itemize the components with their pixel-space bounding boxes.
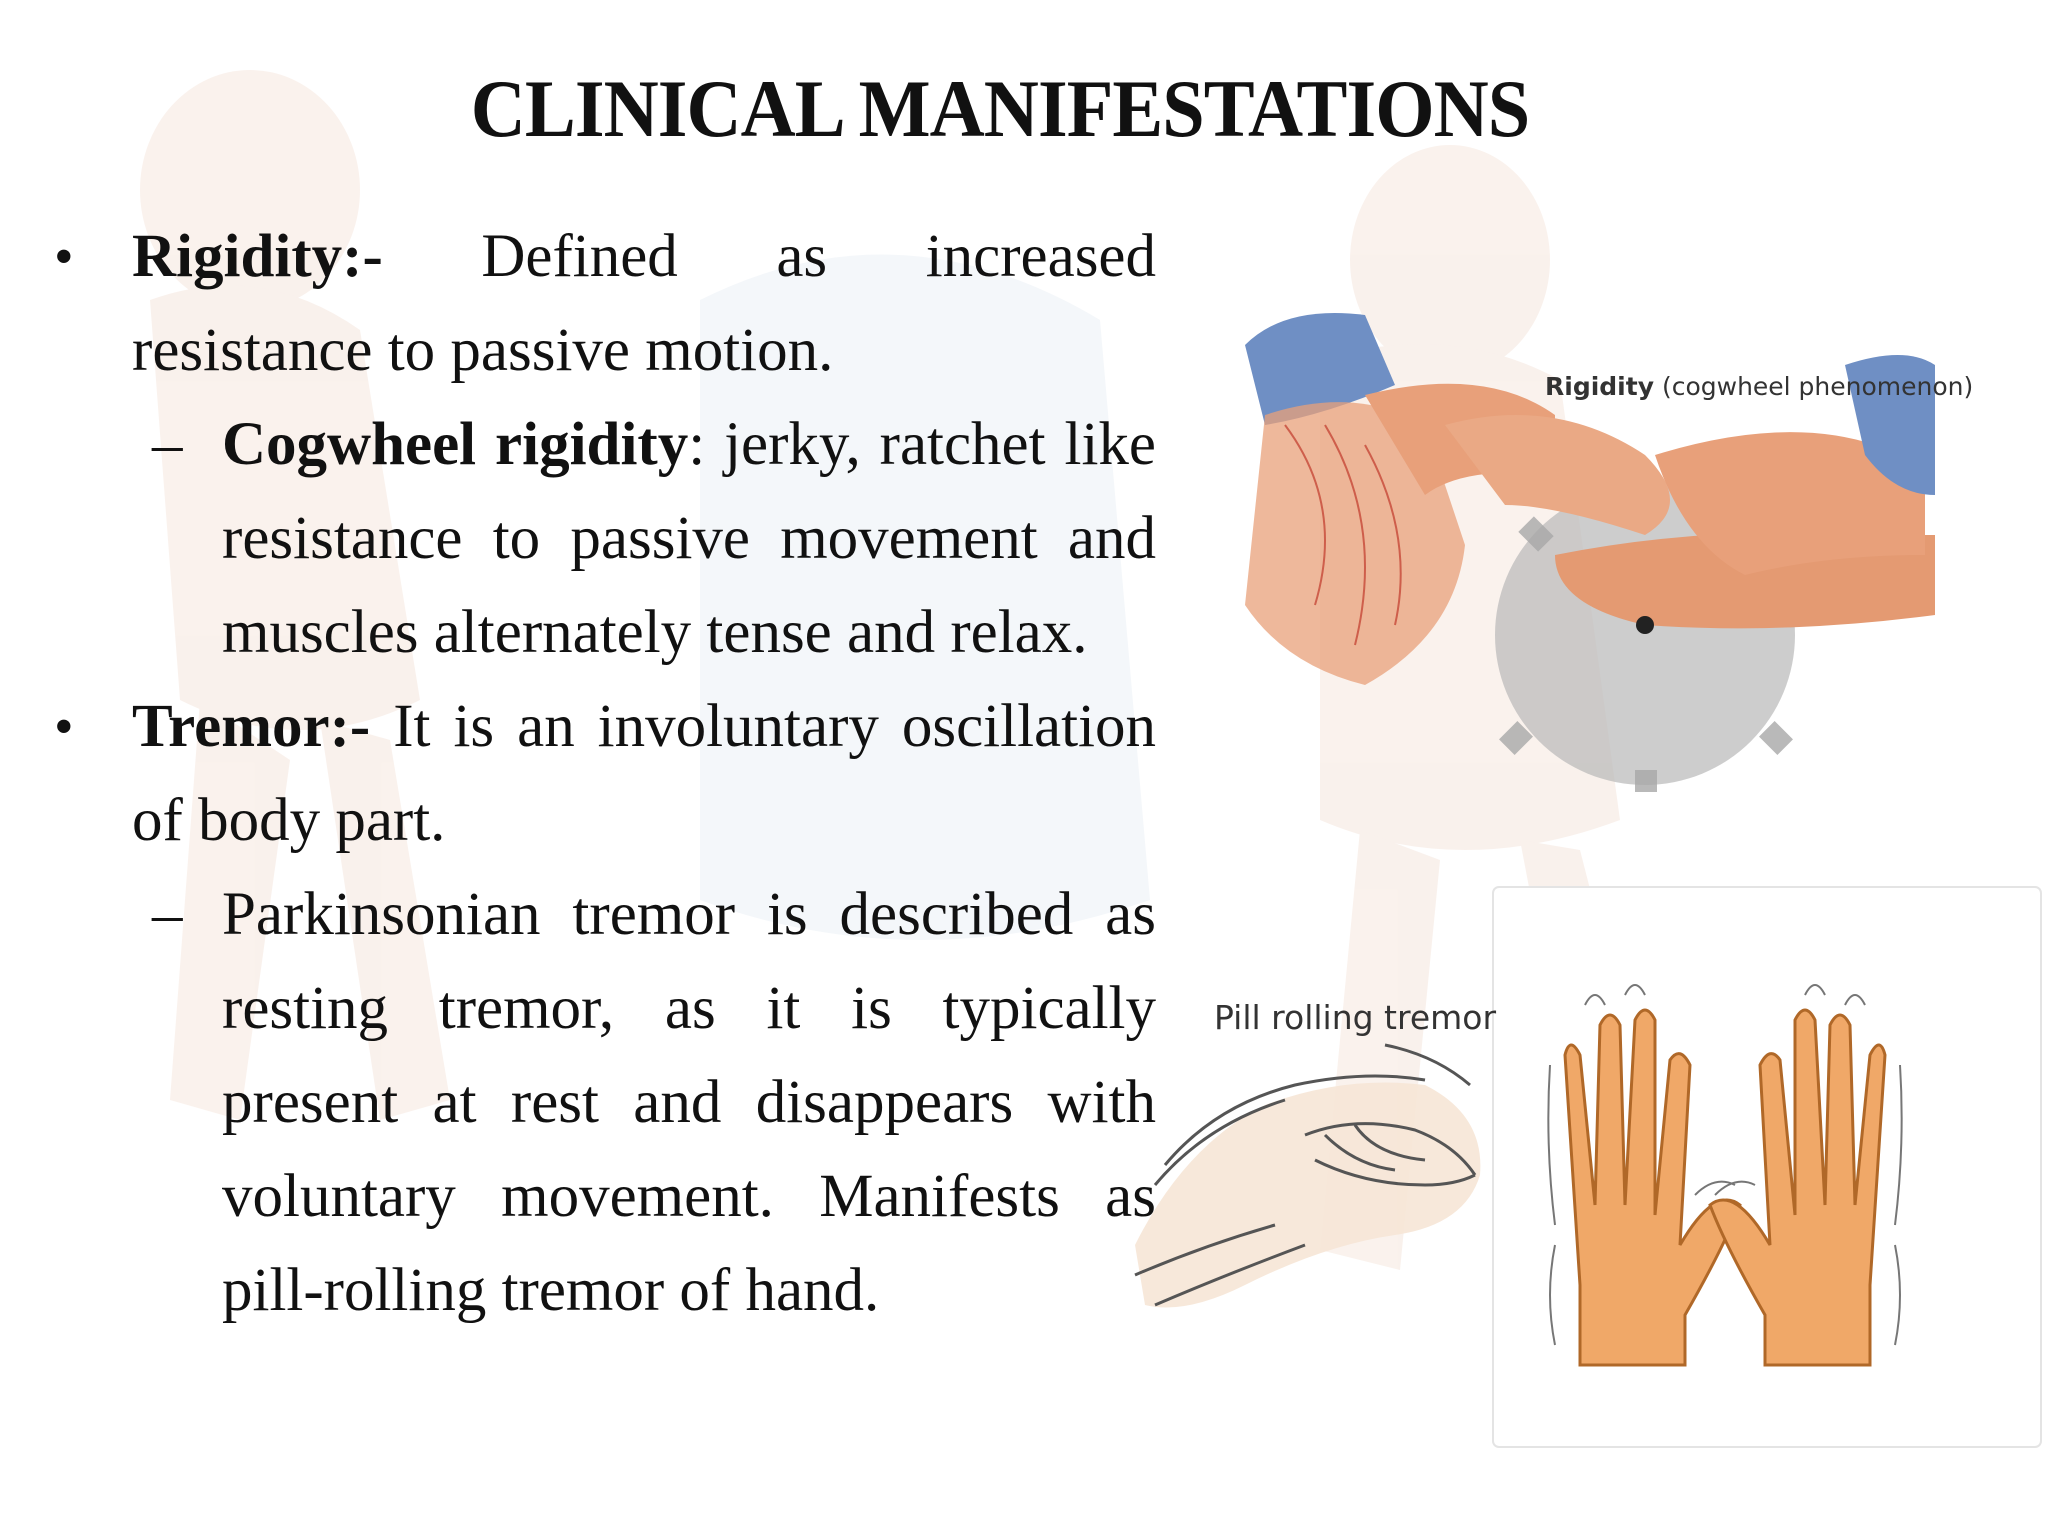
bullet-text: It is an involuntary oscillation of body… [132, 693, 1156, 854]
rigidity-illustration [1245, 313, 1935, 792]
trembling-hands-icon [1547, 984, 1903, 1367]
sub-bullet-text: : jerky, ratchet like resistance to pass… [222, 411, 1156, 666]
bullet-tremor: • Tremor:- It is an involuntary oscillat… [48, 680, 1156, 868]
sub-bullet-text: Parkinsonian tremor is described as rest… [222, 881, 1156, 1324]
bullet-marker: • [54, 226, 74, 288]
tremor-illustration [1134, 886, 2042, 1448]
sub-bullet-term: Cogwheel rigidity [222, 411, 689, 478]
pill-rolling-hand-icon [1134, 1043, 1481, 1308]
bullet-term: Tremor:- [132, 693, 371, 760]
bullet-marker: • [54, 696, 74, 758]
slide-title: CLINICAL MANIFESTATIONS [470, 63, 1530, 154]
sub-bullet-marker: – [152, 411, 183, 478]
sub-bullet-parkinsonian: – Parkinsonian tremor is described as re… [48, 868, 1156, 1338]
bullet-rigidity: • Rigidity:- Defined as increased resist… [48, 210, 1156, 398]
bullet-term: Rigidity:- [132, 223, 383, 290]
rigidity-caption-detail: (cogwheel phenomenon) [1661, 372, 1974, 401]
sub-bullet-cogwheel: – Cogwheel rigidity: jerky, ratchet like… [48, 398, 1156, 680]
slide-body: • Rigidity:- Defined as increased resist… [48, 210, 1156, 1338]
bullet-text: Defined as increased resistance to passi… [132, 223, 1157, 384]
sub-bullet-marker: – [152, 881, 183, 948]
rigidity-caption: Rigidity (cogwheel phenomenon) [1545, 372, 1973, 401]
tremor-caption: Pill rolling tremor [1214, 998, 1497, 1037]
rigidity-caption-term: Rigidity [1545, 372, 1654, 401]
